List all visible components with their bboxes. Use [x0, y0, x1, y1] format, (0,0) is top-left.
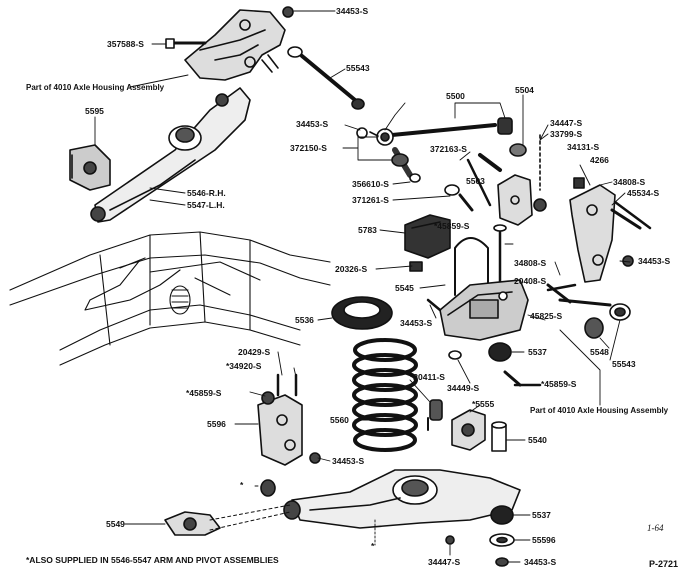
vehicle-frame-sketch	[9, 231, 331, 366]
label-45859-s-mid: *45859-S	[541, 379, 577, 389]
axle-housing-bracket-top	[165, 6, 294, 81]
bushing-5537-top	[448, 342, 522, 387]
label-34808-s-mid: 34808-S	[514, 258, 547, 268]
label-5537-top: 5537	[528, 347, 547, 357]
label-5783: 5783	[358, 225, 377, 235]
label-45859-s-left: *45859-S	[186, 388, 222, 398]
label-45859-s-top: *45859-S	[434, 221, 470, 231]
label-34808-s-top: 34808-S	[613, 177, 646, 187]
label-356610-s: 356610-S	[352, 179, 389, 189]
bracket-5596	[257, 373, 321, 466]
lower-rod-55543-right	[546, 283, 631, 339]
spring-insulator-5536	[331, 296, 393, 330]
label-4266: 4266	[590, 155, 609, 165]
label-5549: 5549	[106, 519, 125, 529]
label-34447-s-bottom: 34447-S	[428, 557, 461, 567]
axle-spring-pad	[439, 279, 529, 341]
label-5548: 5548	[590, 347, 609, 357]
label-34453-s-low: 34453-S	[332, 456, 365, 466]
label-371261-s: 371261-S	[352, 195, 389, 205]
bracket-4266	[569, 177, 642, 283]
bushing-bracket-5595	[69, 144, 111, 191]
label-55543-top: 55543	[346, 63, 370, 73]
figure-code: P-2721	[649, 559, 679, 569]
coil-spring-5560	[352, 338, 418, 452]
label-34449-s: 34449-S	[447, 383, 480, 393]
label-34453-s-top: 34453-S	[336, 6, 369, 16]
label-5546-rh: 5546-R.H.	[187, 188, 226, 198]
u-bolt-5545	[409, 224, 507, 296]
label-45534-s: 45534-S	[627, 188, 660, 198]
label-5500: 5500	[446, 91, 465, 101]
leader-lines	[94, 10, 631, 563]
label-34131-s: 34131-S	[567, 142, 600, 152]
label-33799-s: 33799-S	[550, 129, 583, 139]
label-5560: 5560	[330, 415, 349, 425]
label-20408-s: 20408-S	[514, 276, 547, 286]
bump-stop-5783	[404, 214, 451, 259]
asterisk-marker-arm: *	[371, 541, 375, 551]
upper-arm-assembly-5500	[356, 117, 527, 212]
label-34453-s-center: 34453-S	[400, 318, 433, 328]
lower-control-arm-bottom	[260, 469, 521, 545]
label-372150-s: 372150-S	[290, 143, 327, 153]
label-34453-s-bottom: 34453-S	[524, 557, 557, 567]
label-5545: 5545	[395, 283, 414, 293]
label-5540: 5540	[528, 435, 547, 445]
note-axle-housing-right: Part of 4010 Axle Housing Assembly	[530, 406, 669, 415]
label-55543-right: 55543	[612, 359, 636, 369]
label-5596: 5596	[207, 419, 226, 429]
label-5536: 5536	[295, 315, 314, 325]
label-5537-bottom: 5537	[532, 510, 551, 520]
spacer-5540	[491, 421, 507, 452]
label-5555: *5555	[472, 399, 495, 409]
label-5547-lh: 5547-L.H.	[187, 200, 225, 210]
clamp-5555	[427, 399, 486, 451]
label-45825-s: 45825-S	[530, 311, 563, 321]
asterisk-marker: *	[240, 480, 244, 490]
label-20429-s: 20429-S	[238, 347, 271, 357]
lower-arm-5546-5547	[90, 87, 251, 223]
label-357588-s: 357588-S	[107, 39, 144, 49]
label-5503: 5503	[466, 176, 485, 186]
label-20411-s: *20411-S	[410, 372, 445, 382]
footnote: *ALSO SUPPLIED IN 5546-5547 ARM AND PIVO…	[26, 555, 279, 565]
label-34453-s-mid: 34453-S	[296, 119, 329, 129]
label-34453-s-right: 34453-S	[638, 256, 671, 266]
bracket-5503	[497, 134, 547, 226]
upper-arm-rod-55543	[287, 46, 365, 110]
label-20326-s: 20326-S	[335, 264, 368, 274]
label-34447-s-top: 34447-S	[550, 118, 583, 128]
label-34920-s: *34920-S	[226, 361, 262, 371]
label-55596: 55596	[532, 535, 556, 545]
label-372163-s: 372163-S	[430, 144, 467, 154]
bushing-stack-bottom-right	[489, 505, 515, 567]
note-axle-housing-top: Part of 4010 Axle Housing Assembly	[26, 83, 165, 92]
pivot-assembly-5549	[164, 504, 291, 536]
label-5595: 5595	[85, 106, 104, 116]
label-5504: 5504	[515, 85, 534, 95]
date-mark: 1-64	[647, 523, 664, 533]
